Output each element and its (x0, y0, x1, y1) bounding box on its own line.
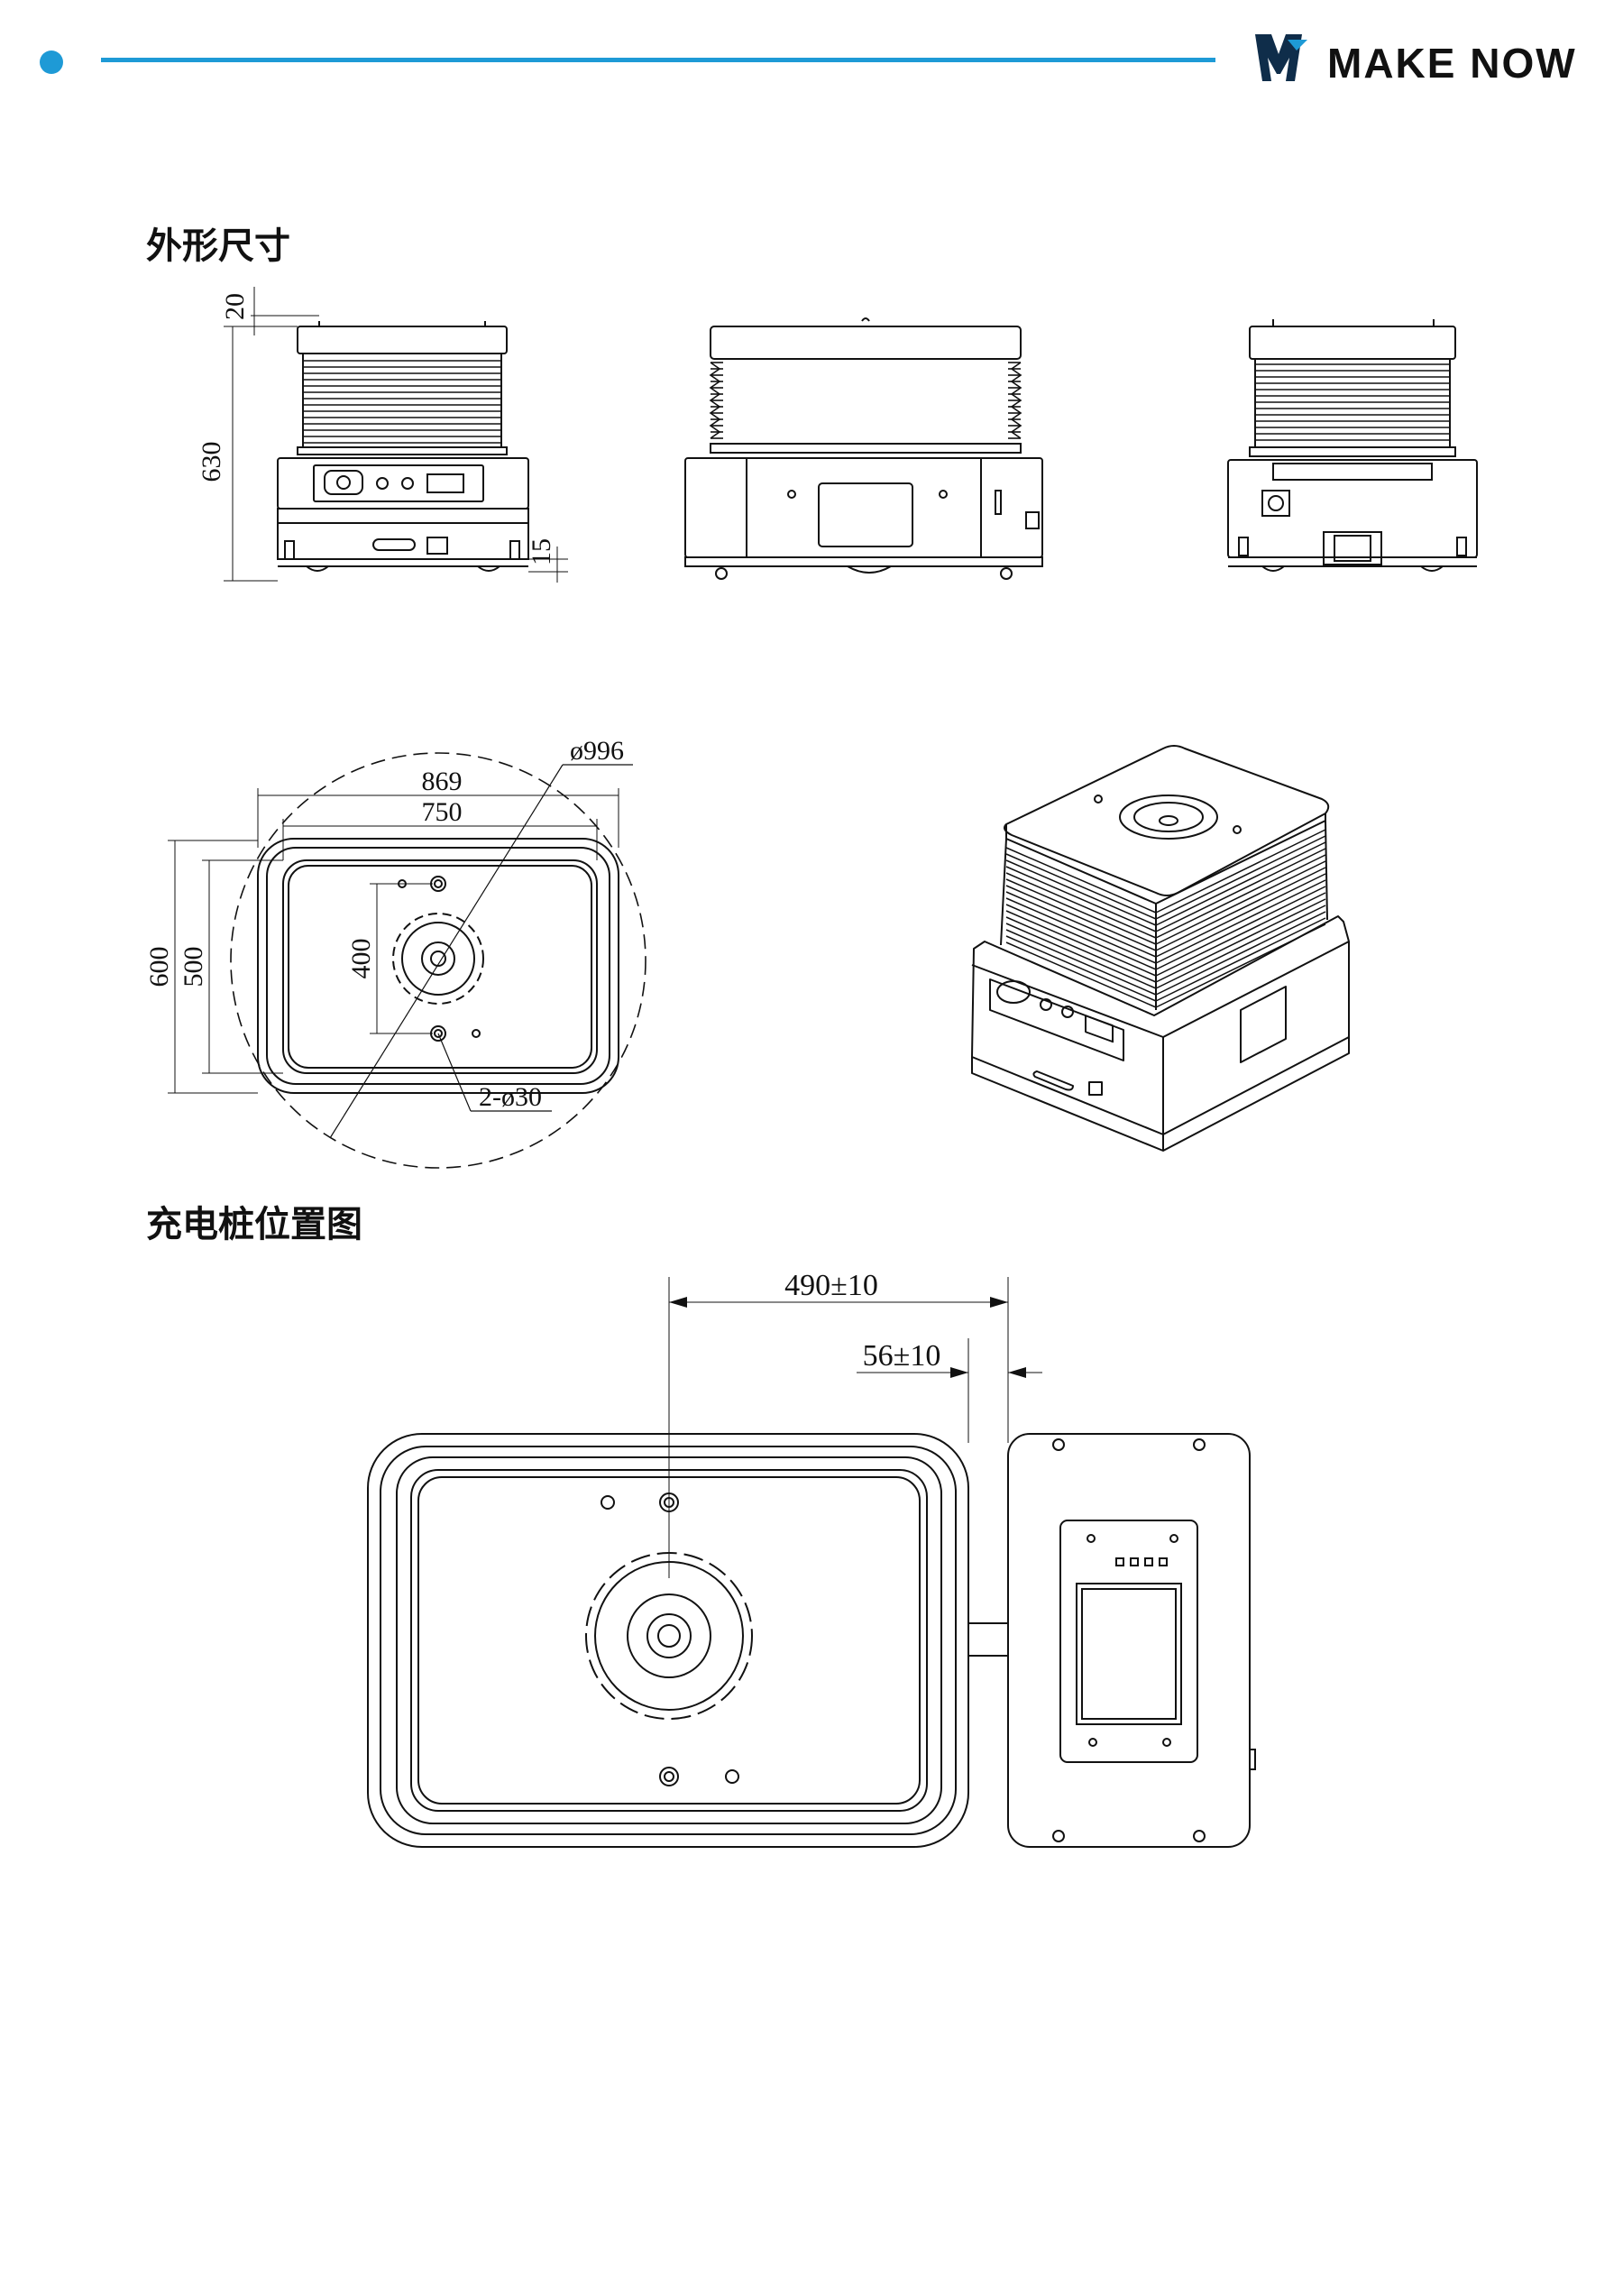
header-rule (101, 58, 1215, 62)
section-title-dimensions: 外形尺寸 (146, 225, 290, 267)
dimension-drawings: 630 20 15 (144, 287, 1478, 1169)
dim-distance-gap: 56±10 (863, 1339, 941, 1373)
brand-logo: MAKE NOW (1255, 34, 1577, 87)
header-accent-dot (40, 51, 63, 74)
dim-width-inner: 750 (422, 797, 463, 827)
charging-station-outline (1007, 1433, 1251, 1848)
side-view (224, 287, 568, 583)
dim-length-outer: 600 (144, 947, 174, 987)
dim-holes: 2-ø30 (479, 1082, 542, 1112)
robot-outline (367, 1433, 969, 1848)
dim-length-inner: 500 (179, 947, 208, 987)
dim-ground-clearance: 15 (527, 538, 556, 565)
dim-diameter: ø996 (570, 736, 624, 766)
front-view (684, 317, 1043, 580)
dim-height-total: 630 (197, 442, 226, 482)
end-view (1227, 319, 1478, 572)
brand-wordmark: MAKE NOW (1327, 40, 1577, 87)
dim-top-gap: 20 (220, 293, 250, 320)
charging-station-drawing: 490±10 56±10 (367, 1269, 1256, 1848)
page-header: MAKE NOW (0, 0, 1623, 108)
top-view (168, 752, 646, 1169)
dim-hole-spacing: 400 (346, 939, 376, 979)
dim-width-outer: 869 (422, 767, 463, 796)
section-title-charging: 充电桩位置图 (146, 1204, 362, 1245)
dim-distance-center: 490±10 (784, 1269, 878, 1302)
isometric-view (971, 745, 1350, 1152)
